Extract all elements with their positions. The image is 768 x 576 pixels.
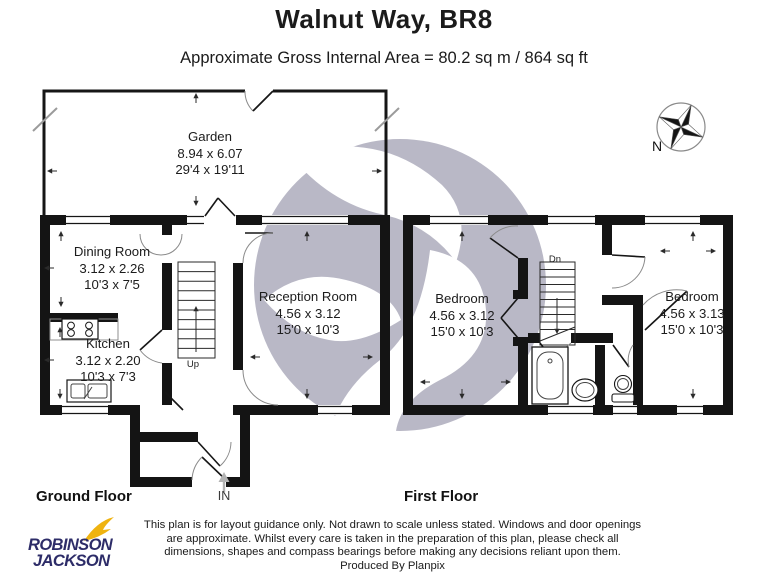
logo-line2: JACKSON [33, 551, 110, 570]
entrance-in-label: IN [217, 489, 231, 503]
stairs-up-label: Up [186, 359, 200, 370]
disclaimer-line: This plan is for layout guidance only. N… [143, 519, 642, 531]
entrance-arrow-icon [218, 472, 230, 492]
stairs-up [177, 261, 216, 359]
room-name: Bedroom [665, 289, 719, 304]
first-floor-caption: First Floor [404, 488, 479, 505]
room-size-metric: 3.12 x 2.20 [75, 352, 141, 368]
kitchen-label: Kitchen 3.12 x 2.20 10'3 x 7'3 [75, 336, 140, 386]
stairs-down-label: Dn [548, 254, 562, 265]
ground-doors [139, 197, 279, 481]
boundary-break-marks [32, 107, 400, 132]
kitchen-fixtures [49, 318, 119, 403]
compass-north-label: N [652, 138, 663, 154]
room-size-metric: 4.56 x 3.12 [275, 305, 341, 321]
robinson-jackson-logo: ROBINSON JACKSON [28, 536, 128, 570]
garden-boundary [42, 89, 388, 216]
room-size-metric: 3.12 x 2.26 [79, 260, 145, 276]
disclaimer-text: This plan is for layout guidance only. N… [140, 519, 645, 573]
room-name: Kitchen [85, 336, 130, 351]
room-size-imperial: 15'0 x 10'3 [660, 322, 724, 337]
first-walls [403, 215, 733, 415]
disclaimer-line: dimensions, shapes and compass bearings … [164, 546, 621, 559]
room-size-metric: 4.56 x 3.12 [429, 307, 495, 323]
ground-floor-plan [32, 89, 400, 492]
room-size-imperial: 10'3 x 7'3 [80, 369, 136, 384]
logo-arrow-icon [84, 517, 114, 541]
bathtub-icon [531, 346, 569, 405]
first-windows [430, 215, 703, 415]
garden-label: Garden 8.94 x 6.07 29'4 x 19'11 [175, 129, 244, 179]
toilet-icon [611, 374, 635, 403]
room-size-imperial: 10'3 x 7'5 [84, 277, 140, 292]
room-size-imperial: 15'0 x 10'3 [430, 324, 494, 339]
room-name: Reception Room [258, 289, 358, 304]
page-title: Walnut Way, BR8 [275, 4, 493, 34]
logo-line1: ROBINSON [28, 536, 113, 554]
room-size-metric: 4.56 x 3.13 [659, 305, 725, 321]
room-name: Garden [187, 129, 232, 144]
disclaimer-line: are approximate. Whilst every care is ta… [166, 532, 619, 545]
room-size-imperial: 15'0 x 10'3 [276, 322, 340, 337]
dining-room-label: Dining Room 3.12 x 2.26 10'3 x 7'5 [74, 244, 150, 294]
room-size-metric: 8.94 x 6.07 [177, 145, 243, 161]
room-size-imperial: 29'4 x 19'11 [175, 162, 245, 177]
bathroom-fixtures [531, 346, 635, 405]
ground-windows [62, 215, 352, 415]
bedroom-right-label: Bedroom 4.56 x 3.13 15'0 x 10'3 [659, 289, 724, 339]
room-name: Dining Room [73, 244, 151, 259]
disclaimer-line: Produced By Planpix [340, 559, 445, 572]
ground-floor-caption: Ground Floor [36, 488, 132, 505]
bedroom-left-label: Bedroom 4.56 x 3.12 15'0 x 10'3 [429, 291, 494, 341]
planpix-watermark-icon [254, 139, 546, 431]
compass-icon [656, 102, 706, 152]
first-floor-plan [403, 215, 733, 415]
area-subtitle: Approximate Gross Internal Area = 80.2 s… [180, 49, 588, 67]
garden-gate-door [244, 90, 274, 112]
room-name: Bedroom [435, 291, 489, 306]
reception-room-label: Reception Room 4.56 x 3.12 15'0 x 10'3 [259, 289, 357, 339]
ground-walls [40, 215, 390, 487]
